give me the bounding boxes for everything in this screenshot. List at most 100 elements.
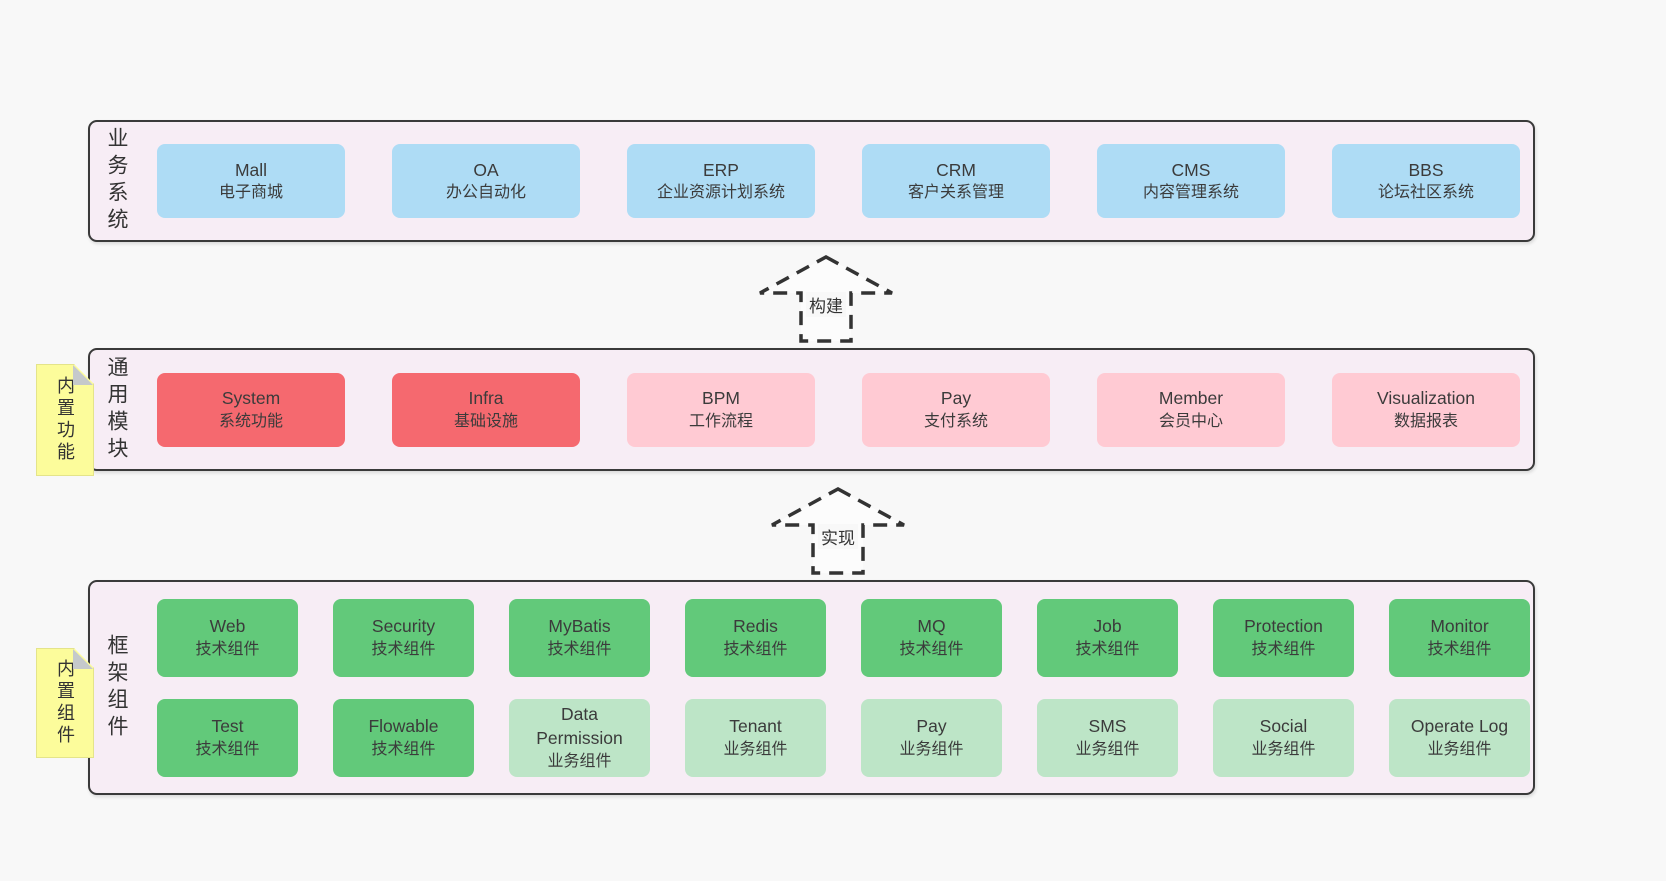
box-subtitle: 数据报表 xyxy=(1393,412,1458,430)
box-protection: Protection 技术组件 xyxy=(1213,598,1354,677)
module-row: Mall 电子商城 OA 办公自动化 ERP 企业资源计划系统 CRM 客户关系管理 CMS 内容… xyxy=(157,144,1520,218)
box-title: Monitor xyxy=(1430,616,1489,637)
box-title: MQ xyxy=(917,616,946,637)
box-job: Job 技术组件 xyxy=(1037,598,1178,677)
box-title: ERP xyxy=(703,159,739,180)
box-title: Tenant xyxy=(729,716,782,737)
box-subtitle: 技术组件 xyxy=(371,640,436,658)
box-oa: OA 办公自动化 xyxy=(392,144,580,218)
sticky-note-label: 内置功能 xyxy=(55,376,75,464)
box-subtitle: 技术组件 xyxy=(195,740,260,758)
box-title: Flowable xyxy=(368,716,439,737)
box-pay: Pay 业务组件 xyxy=(861,698,1002,777)
box-title: Test xyxy=(211,716,244,737)
box-subtitle: 业务组件 xyxy=(723,740,788,758)
box-subtitle: 支付系统 xyxy=(923,412,988,430)
box-security: Security 技术组件 xyxy=(333,598,474,677)
box-test: Test 技术组件 xyxy=(157,698,298,777)
panel-label-business-systems: 业务系统 xyxy=(105,127,128,235)
implement-arrow-label: 实现 xyxy=(818,524,858,549)
box-social: Social 业务组件 xyxy=(1213,698,1354,777)
box-mq: MQ 技术组件 xyxy=(861,598,1002,677)
box-subtitle: 技术组件 xyxy=(1075,640,1140,658)
box-subtitle: 客户关系管理 xyxy=(907,184,1004,202)
box-member: Member 会员中心 xyxy=(1097,372,1285,447)
box-subtitle: 论坛社区系统 xyxy=(1377,184,1474,202)
build-arrow-label: 构建 xyxy=(806,292,846,317)
business-systems-boxes: Mall 电子商城 OA 办公自动化 ERP 企业资源计划系统 CRM 客户关系管理 CMS 内容… xyxy=(127,144,1546,218)
box-operate-log: Operate Log 业务组件 xyxy=(1389,698,1530,777)
box-subtitle: 办公自动化 xyxy=(445,184,526,202)
box-subtitle: 内容管理系统 xyxy=(1142,184,1239,202)
box-crm: CRM 客户关系管理 xyxy=(862,144,1050,218)
box-title: OA xyxy=(473,159,499,180)
box-subtitle: 会员中心 xyxy=(1158,412,1223,430)
box-tenant: Tenant 业务组件 xyxy=(685,698,826,777)
box-subtitle: 企业资源计划系统 xyxy=(656,184,785,202)
implement-arrow: 实现 xyxy=(768,486,908,576)
box-title: BBS xyxy=(1408,159,1444,180)
box-title: Pay xyxy=(916,716,947,737)
box-subtitle: 技术组件 xyxy=(1251,640,1316,658)
box-title: Security xyxy=(371,616,436,637)
box-subtitle: 系统功能 xyxy=(218,412,283,430)
sticky-note-builtin-functions: 内置功能 xyxy=(36,364,94,476)
box-subtitle: 技术组件 xyxy=(547,640,612,658)
sticky-note-label: 内置组件 xyxy=(55,659,75,747)
box-title: Visualization xyxy=(1377,388,1475,409)
box-flowable: Flowable 技术组件 xyxy=(333,698,474,777)
box-title: BPM xyxy=(702,388,740,409)
box-title: CRM xyxy=(936,159,976,180)
box-bbs: BBS 论坛社区系统 xyxy=(1332,144,1520,218)
box-subtitle: 电子商城 xyxy=(218,184,283,202)
build-arrow: 构建 xyxy=(756,254,896,344)
box-title: Pay xyxy=(940,388,972,409)
box-subtitle: 技术组件 xyxy=(1427,640,1492,658)
box-subtitle: 技术组件 xyxy=(899,640,964,658)
panel-business-systems: 业务系统 Mall 电子商城 OA 办公自动化 ERP 企业资源计划系统 CRM 客户关系管理… xyxy=(88,120,1535,242)
box-title: Redis xyxy=(733,616,778,637)
box-bpm: BPM 工作流程 xyxy=(627,372,815,447)
box-subtitle: 工作流程 xyxy=(688,412,753,430)
box-subtitle: 业务组件 xyxy=(899,740,964,758)
box-subtitle: 业务组件 xyxy=(1075,740,1140,758)
box-title: System xyxy=(221,388,281,409)
box-title: Job xyxy=(1093,616,1122,637)
box-title: Protection xyxy=(1244,616,1323,637)
box-title: SMS xyxy=(1088,716,1127,737)
box-sms: SMS 业务组件 xyxy=(1037,698,1178,777)
box-erp: ERP 企业资源计划系统 xyxy=(627,144,815,218)
box-mybatis: MyBatis 技术组件 xyxy=(509,598,650,677)
box-title: Data Permission xyxy=(536,703,623,749)
panel-common-modules: 通用模块 System 系统功能 Infra 基础设施 BPM 工作流程 Pay 支付系统 Me… xyxy=(88,348,1535,471)
box-subtitle: 业务组件 xyxy=(1427,740,1492,758)
box-visualization: Visualization 数据报表 xyxy=(1332,372,1520,447)
panel-framework-components: 框架组件 Web 技术组件 Security 技术组件 MyBatis 技术组件 Redis… xyxy=(88,580,1535,795)
common-modules-boxes: System 系统功能 Infra 基础设施 BPM 工作流程 Pay 支付系统 Member 会… xyxy=(127,372,1546,447)
box-mall: Mall 电子商城 xyxy=(157,144,345,218)
panel-label-framework-components: 框架组件 xyxy=(105,633,128,742)
box-title: Social xyxy=(1259,716,1308,737)
box-monitor: Monitor 技术组件 xyxy=(1389,598,1530,677)
box-title: Mall xyxy=(234,159,268,180)
box-web: Web 技术组件 xyxy=(157,598,298,677)
box-title: Web xyxy=(209,616,246,637)
box-subtitle: 基础设施 xyxy=(453,412,518,430)
box-title: Member xyxy=(1158,388,1224,409)
box-subtitle: 业务组件 xyxy=(1251,740,1316,758)
box-infra: Infra 基础设施 xyxy=(392,372,580,447)
panel-label-common-modules: 通用模块 xyxy=(105,355,128,464)
box-subtitle: 技术组件 xyxy=(195,640,260,658)
box-subtitle: 技术组件 xyxy=(371,740,436,758)
box-title: Infra xyxy=(468,388,504,409)
box-title: MyBatis xyxy=(548,616,611,637)
box-title: CMS xyxy=(1171,159,1211,180)
box-pay: Pay 支付系统 xyxy=(862,372,1050,447)
box-title: Operate Log xyxy=(1410,716,1509,737)
